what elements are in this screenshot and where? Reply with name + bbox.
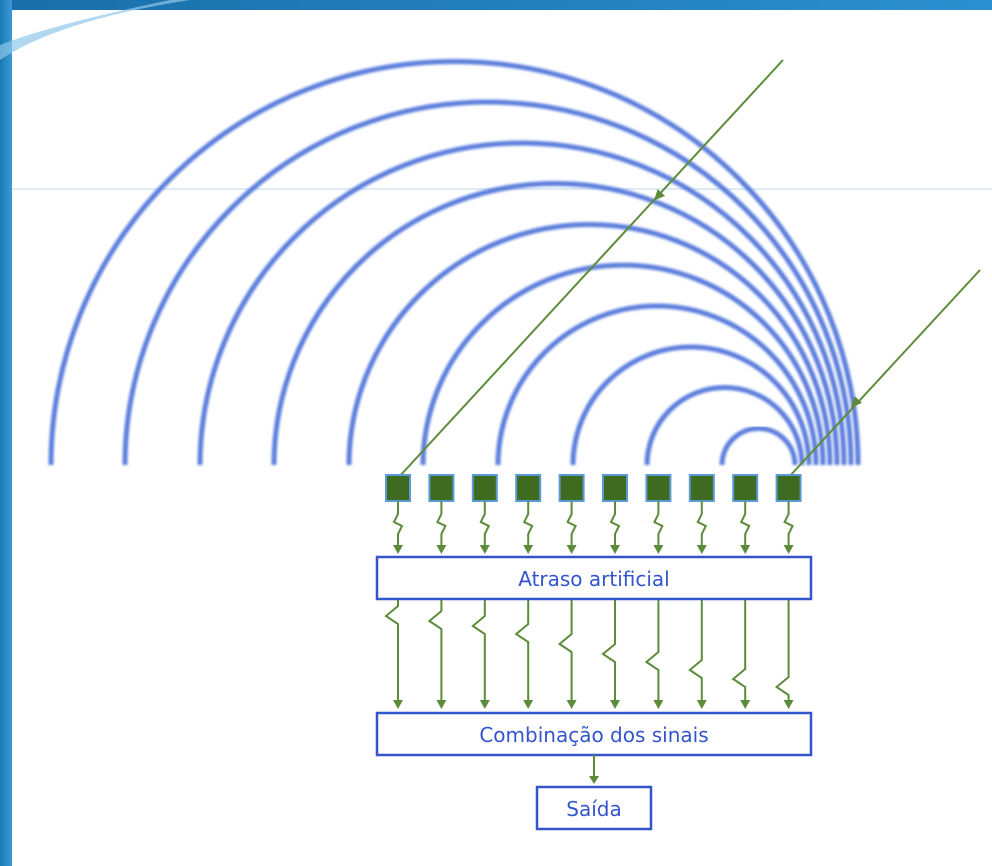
sensor-signal-line xyxy=(696,501,708,548)
square-sensor-icon xyxy=(645,474,672,502)
combination-box-label: Combinação dos sinais xyxy=(479,723,708,747)
sensor-signal-line xyxy=(653,501,664,548)
square-sensor-icon xyxy=(471,474,498,502)
square-sensor-icon xyxy=(385,474,411,502)
square-sensor-icon xyxy=(558,474,585,502)
wavefront-arc xyxy=(719,426,798,466)
delayed-signal-line xyxy=(427,599,443,702)
down-arrow-icon xyxy=(783,545,794,554)
incoming-ray xyxy=(787,269,981,479)
sensor-signal-line xyxy=(609,501,621,548)
left-border xyxy=(0,0,12,866)
delayed-signal-line xyxy=(688,599,703,702)
sensor-signal-line xyxy=(479,501,491,548)
combination-box: Combinação dos sinais xyxy=(375,711,813,757)
square-sensor-icon xyxy=(602,474,628,502)
sensor-array xyxy=(385,474,802,502)
incoming-rays xyxy=(397,59,981,479)
delay-box: Atraso artificial xyxy=(375,555,813,601)
wavefront-arc xyxy=(197,140,847,466)
ray-arrow-icon xyxy=(850,396,863,408)
down-arrow-icon xyxy=(523,545,534,554)
down-arrow-icon xyxy=(479,700,490,709)
square-sensor-icon xyxy=(428,474,455,502)
down-arrow-icon xyxy=(740,700,751,709)
delayed-signal-line xyxy=(774,599,790,702)
square-sensor-icon xyxy=(515,474,542,502)
down-arrow-icon xyxy=(653,700,664,709)
down-arrow-icon xyxy=(696,545,707,554)
output-connector xyxy=(589,755,599,784)
sensor-signal-line xyxy=(739,501,751,548)
sensor-signal-line xyxy=(522,501,534,548)
incoming-ray xyxy=(397,59,784,479)
wavefront-arc xyxy=(346,222,833,466)
down-arrow-icon xyxy=(436,700,447,709)
sensor-signal-line xyxy=(392,501,404,548)
output-box: Saída xyxy=(535,785,653,831)
down-arrow-icon xyxy=(479,545,490,554)
down-arrow-icon xyxy=(653,545,664,554)
down-arrow-icon xyxy=(740,545,751,554)
down-arrow-icon xyxy=(696,700,707,709)
down-arrow-icon xyxy=(783,700,794,709)
down-arrow-icon xyxy=(523,700,534,709)
down-arrow-icon xyxy=(610,700,620,709)
delayed-signal-line xyxy=(731,599,747,702)
delayed-signal-lines xyxy=(384,599,794,709)
down-arrow-icon xyxy=(393,545,403,554)
delayed-signal-line xyxy=(644,599,660,702)
delayed-signal-line xyxy=(557,599,573,702)
delayed-signal-line xyxy=(471,599,486,702)
down-arrow-icon xyxy=(393,700,403,709)
wavefront-arc xyxy=(495,303,819,466)
wavefront-arc xyxy=(48,59,861,466)
delay-box-label: Atraso artificial xyxy=(518,567,670,591)
top-border xyxy=(0,0,992,10)
wavefront-arc xyxy=(271,181,840,466)
delayed-signal-line xyxy=(514,599,530,702)
output-box-label: Saída xyxy=(566,797,621,821)
down-arrow-icon xyxy=(566,545,577,554)
square-sensor-icon xyxy=(688,474,715,502)
wavefront-arc xyxy=(644,385,805,466)
down-arrow-icon xyxy=(566,700,577,709)
sensor-signal-lines xyxy=(392,501,794,554)
down-arrow-icon xyxy=(589,776,599,784)
square-sensor-icon xyxy=(732,474,759,502)
square-sensor-icon xyxy=(775,474,802,502)
wavefront-arc xyxy=(122,99,854,466)
ray-arrow-icon xyxy=(653,189,666,201)
wavefronts xyxy=(48,59,861,466)
wavefront-arc xyxy=(570,344,812,466)
down-arrow-icon xyxy=(610,545,620,554)
sensor-signal-line xyxy=(566,501,577,548)
down-arrow-icon xyxy=(436,545,447,554)
sensor-signal-line xyxy=(783,501,794,548)
delayed-signal-line xyxy=(384,599,399,702)
delayed-signal-line xyxy=(601,599,616,702)
wavefront-arc xyxy=(420,262,826,466)
sensor-signal-line xyxy=(436,501,447,548)
